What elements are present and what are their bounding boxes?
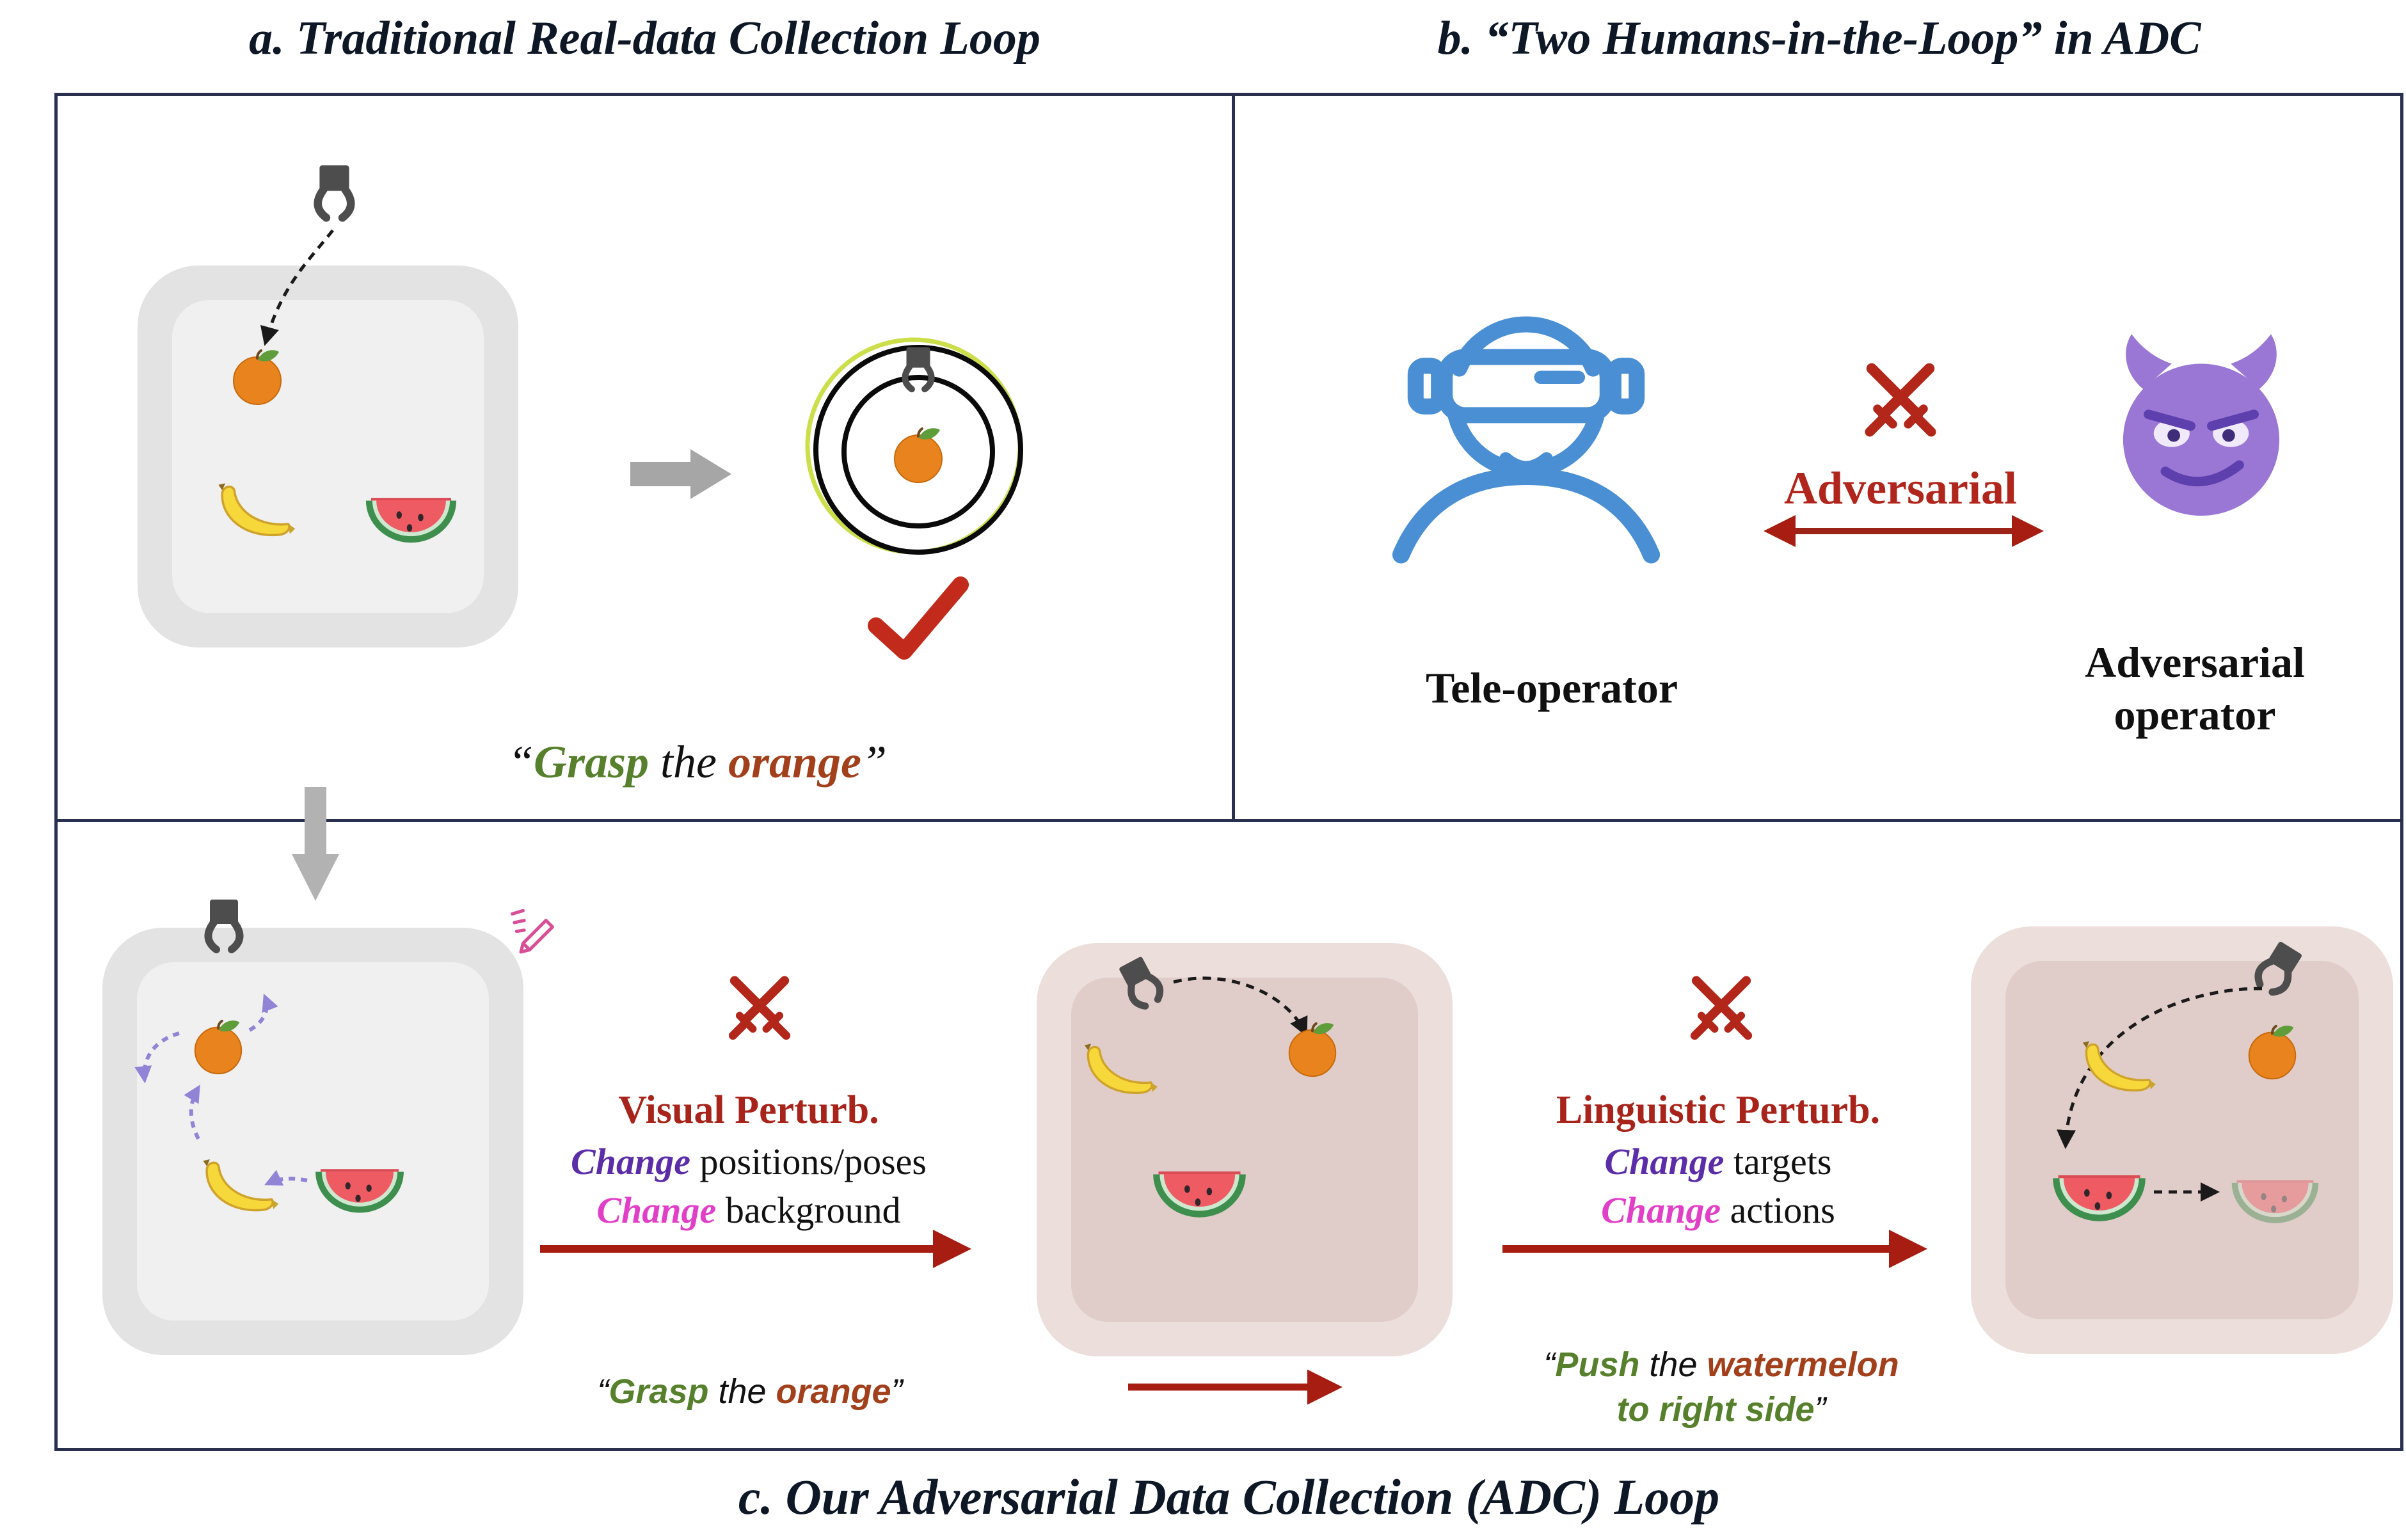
object-orange: orange bbox=[728, 736, 862, 788]
orange-icon bbox=[893, 427, 943, 484]
gripper-trajectory-arrow bbox=[2057, 987, 2263, 1149]
watermelon-ghost-icon bbox=[2226, 1157, 2325, 1234]
object-orange: orange bbox=[776, 1372, 891, 1411]
instruction-caption-push: “Push the watermelon to right side” bbox=[1478, 1342, 1964, 1432]
gripper-trajectory-arrow bbox=[1173, 976, 1308, 1037]
caption-mid: the bbox=[649, 736, 728, 788]
banana-icon bbox=[1074, 1031, 1170, 1104]
crossed-swords-icon bbox=[718, 967, 801, 1051]
line1-rest: targets bbox=[1724, 1141, 1832, 1182]
orange-icon bbox=[2241, 1020, 2304, 1083]
tray-c-right bbox=[1971, 926, 2393, 1354]
flow-arrow-down-icon bbox=[292, 787, 339, 901]
watermelon-icon bbox=[1147, 1147, 1252, 1228]
caption-mid: the bbox=[708, 1372, 776, 1411]
orange-icon bbox=[225, 344, 289, 408]
gripper-icon bbox=[301, 160, 368, 227]
adversarial-double-arrow bbox=[1764, 515, 2044, 547]
panel-a-title: a. Traditional Real-data Collection Loop bbox=[249, 12, 1040, 65]
caption-push-line2: to right side” bbox=[1478, 1387, 1964, 1432]
flow-arrow-right-icon bbox=[630, 449, 731, 499]
linguistic-perturb-line2: Change actions bbox=[1497, 1189, 1939, 1232]
quote-open: “ bbox=[507, 736, 534, 788]
tray-a bbox=[138, 266, 518, 647]
push-direction-arrow bbox=[2154, 1182, 2220, 1202]
panel-c-title: c. Our Adversarial Data Collection (ADC)… bbox=[738, 1469, 1720, 1525]
teleoperator-vr-icon bbox=[1366, 278, 1686, 569]
gripper-trajectory-arrow bbox=[260, 229, 334, 346]
watermelon-icon bbox=[2046, 1150, 2152, 1232]
verb-grasp: Grasp bbox=[609, 1372, 709, 1411]
success-check-icon bbox=[868, 576, 969, 660]
tray-c-middle bbox=[1037, 943, 1453, 1356]
quote-close: ” bbox=[891, 1372, 903, 1411]
tray-a-well bbox=[172, 300, 484, 613]
crossed-swords-icon bbox=[1852, 353, 1948, 449]
perturbation-motion-arrows bbox=[134, 993, 308, 1186]
change-keyword: Change bbox=[1604, 1141, 1725, 1182]
adversarial-operator-label: Adversarial operator bbox=[2003, 637, 2387, 741]
linguistic-perturb-line1: Change targets bbox=[1497, 1140, 1939, 1183]
caption-push-line1: “Push the watermelon bbox=[1478, 1342, 1964, 1387]
verb-push: Push bbox=[1555, 1346, 1640, 1384]
adversarial-operator-line1: Adversarial bbox=[2085, 638, 2305, 687]
verb-grasp: Grasp bbox=[533, 736, 649, 788]
change-keyword: Change bbox=[1601, 1189, 1721, 1231]
quote-close: ” bbox=[1814, 1390, 1826, 1429]
instruction-caption-a: “Grasp the orange” bbox=[358, 736, 1037, 789]
adversarial-operator-line2: operator bbox=[2114, 690, 2276, 739]
visual-perturb-flow-arrow bbox=[540, 1230, 971, 1268]
tele-operator-label: Tele-operator bbox=[1425, 663, 1678, 712]
adversarial-label: Adversarial bbox=[1784, 463, 2017, 514]
visual-perturb-line1: Change positions/poses bbox=[506, 1140, 992, 1183]
push-direction: to right side bbox=[1616, 1390, 1815, 1429]
line2-rest: actions bbox=[1721, 1189, 1835, 1231]
watermelon-icon bbox=[358, 473, 464, 553]
panel-b-title: b. “Two Humans-in-the-Loop” in ADC bbox=[1437, 12, 2201, 65]
focus-rings-icon bbox=[805, 337, 1023, 555]
crossed-swords-icon bbox=[1680, 967, 1763, 1051]
object-watermelon: watermelon bbox=[1707, 1346, 1899, 1384]
loop-flow-arrow bbox=[1128, 1369, 1342, 1405]
change-keyword: Change bbox=[596, 1189, 717, 1231]
orange-icon bbox=[1281, 1017, 1344, 1080]
quote-close: ” bbox=[861, 736, 888, 788]
tray-c-left bbox=[102, 928, 523, 1355]
linguistic-perturb-title: Linguistic Perturb. bbox=[1556, 1088, 1881, 1132]
caption-mid: the bbox=[1639, 1346, 1707, 1384]
change-keyword: Change bbox=[571, 1141, 690, 1182]
quote-open: “ bbox=[1543, 1346, 1556, 1384]
line2-rest: background bbox=[716, 1189, 901, 1231]
instruction-caption-grasp: “Grasp the orange” bbox=[526, 1369, 974, 1414]
linguistic-perturb-flow-arrow bbox=[1502, 1230, 1927, 1268]
quote-open: “ bbox=[597, 1372, 609, 1411]
gripper-icon bbox=[905, 347, 931, 390]
visual-perturb-line2: Change background bbox=[506, 1189, 992, 1232]
banana-icon bbox=[208, 470, 307, 547]
devil-face-icon bbox=[2096, 323, 2307, 525]
visual-perturb-title: Visual Perturb. bbox=[618, 1088, 879, 1132]
line1-rest: positions/poses bbox=[690, 1141, 927, 1182]
banana-icon bbox=[2072, 1029, 2168, 1102]
tray-well bbox=[1071, 978, 1418, 1322]
tray-well bbox=[137, 962, 489, 1321]
